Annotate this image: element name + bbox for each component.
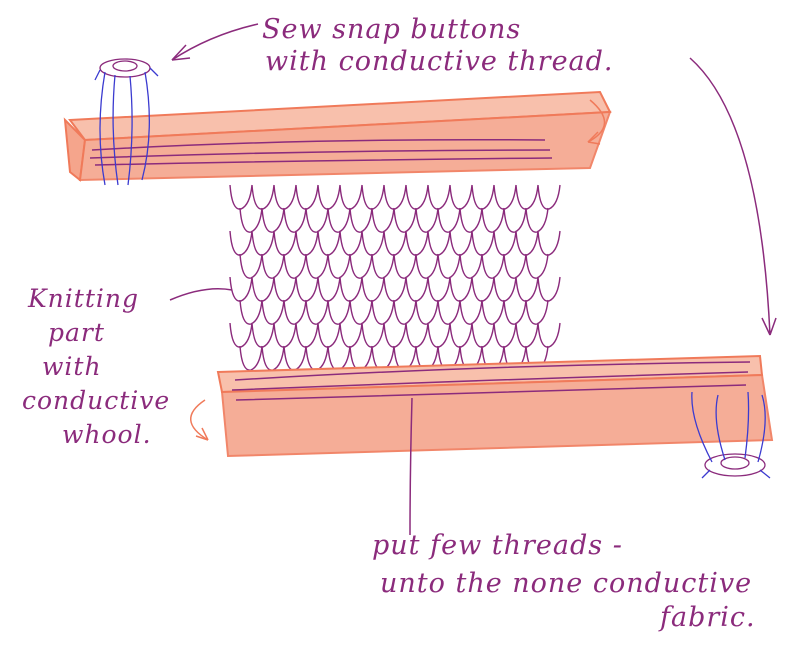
snap-button-bottom-icon	[691, 391, 771, 479]
annotation-arrows	[169, 23, 777, 536]
annotation-knitting-line2: part	[48, 318, 105, 347]
annotation-snap-line2: with conductive thread.	[265, 46, 614, 77]
annotation-knitting-line5: whool.	[62, 420, 152, 449]
knitting-part	[229, 184, 561, 371]
annotation-threads-line3: fabric.	[660, 602, 756, 633]
annotation-knitting-line1: Knitting	[28, 284, 139, 313]
annotation-threads-line1: put few threads -	[372, 530, 623, 561]
fold-arrows	[190, 99, 606, 441]
annotation-threads-line2: unto the none conductive	[380, 568, 753, 599]
annotation-knitting-line4: conductive	[22, 386, 171, 415]
snap-button-top-icon	[94, 58, 159, 186]
annotation-snap-line1: Sew snap buttons	[262, 14, 522, 45]
top-fabric-strip	[63, 90, 612, 182]
annotation-knitting-line3: with	[42, 352, 102, 381]
bottom-fabric-strip	[216, 354, 774, 458]
knitting-stitches	[229, 184, 561, 371]
